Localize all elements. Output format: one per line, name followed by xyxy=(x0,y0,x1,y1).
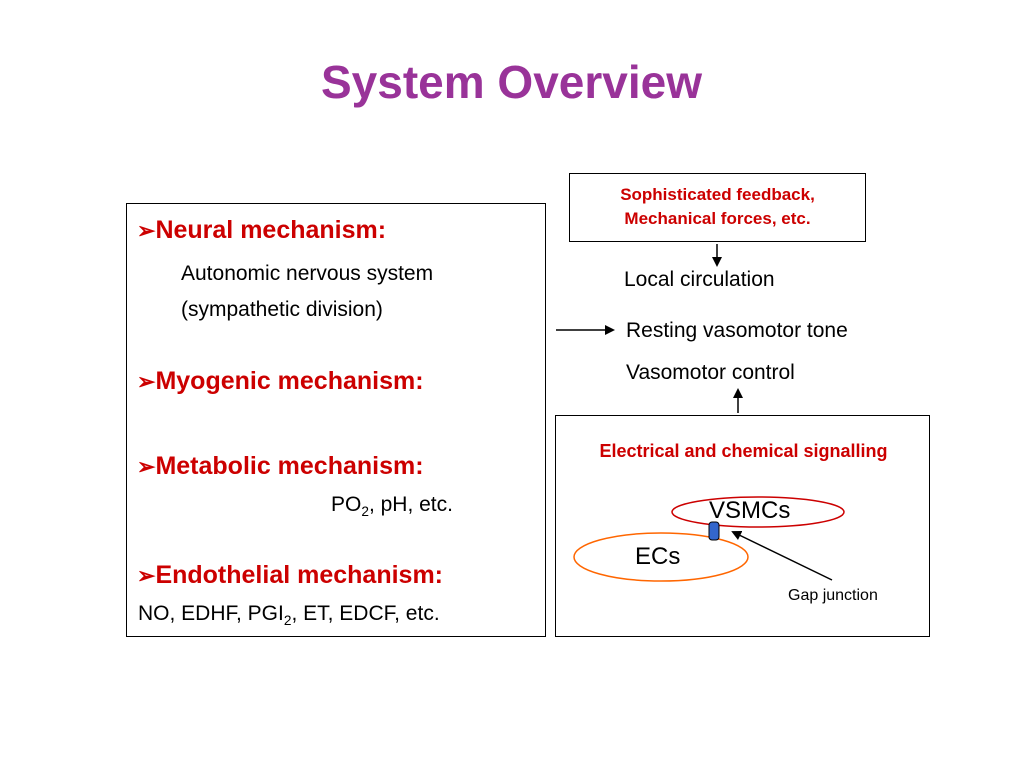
metabolic-mechanism-heading: ➢Metabolic mechanism: xyxy=(137,452,424,481)
arrow-bullet-icon: ➢ xyxy=(137,563,156,588)
signalling-title: Electrical and chemical signalling xyxy=(599,441,888,461)
endothelial-detail-pre: NO, EDHF, PGI xyxy=(138,602,284,625)
arrow-bullet-icon: ➢ xyxy=(137,218,156,243)
vsmcs-label: VSMCs xyxy=(709,497,791,524)
endothelial-detail-post: , ET, EDCF, etc. xyxy=(291,602,440,625)
myogenic-mechanism-heading: ➢Myogenic mechanism: xyxy=(137,367,424,396)
feedback-line-2: Mechanical forces, etc. xyxy=(624,209,811,228)
neural-detail-line-1: Autonomic nervous system xyxy=(181,262,434,285)
feedback-line-1: Sophisticated feedback, xyxy=(620,185,815,204)
myogenic-mechanism-label: Myogenic mechanism: xyxy=(155,367,424,395)
mechanisms-box xyxy=(126,203,546,637)
neural-detail-line-2: (sympathetic division) xyxy=(181,298,383,321)
vasomotor-control-label: Vasomotor control xyxy=(626,361,795,384)
endothelial-mechanism-heading: ➢Endothelial mechanism: xyxy=(137,561,443,590)
metabolic-mechanism-label: Metabolic mechanism: xyxy=(155,452,424,480)
ecs-label: ECs xyxy=(635,543,681,570)
gap-junction-label: Gap junction xyxy=(788,587,878,604)
endothelial-detail-sub: 2 xyxy=(283,613,292,629)
metabolic-detail: PO2, pH, etc. xyxy=(331,493,453,519)
endothelial-mechanism-label: Endothelial mechanism: xyxy=(155,561,443,589)
metabolic-detail-post: , pH, etc. xyxy=(368,493,453,516)
arrow-bullet-icon: ➢ xyxy=(137,369,156,394)
metabolic-detail-sub: 2 xyxy=(361,504,369,520)
vsmc-cell-shape xyxy=(671,496,845,528)
endothelial-detail: NO, EDHF, PGI2, ET, EDCF, etc. xyxy=(138,602,440,628)
local-circulation-label: Local circulation xyxy=(624,268,775,291)
gap-junction-icon xyxy=(708,521,720,541)
ec-cell-shape xyxy=(573,532,749,582)
resting-tone-label: Resting vasomotor tone xyxy=(626,319,848,342)
arrow-bullet-icon: ➢ xyxy=(137,454,156,479)
metabolic-detail-pre: PO xyxy=(331,493,362,516)
feedback-box: Sophisticated feedback, Mechanical force… xyxy=(569,173,866,242)
gap-junction-pointer-arrow xyxy=(731,530,833,581)
neural-mechanism-heading: ➢Neural mechanism: xyxy=(137,216,386,245)
signalling-box: Electrical and chemical signalling xyxy=(555,415,930,637)
page-title: System Overview xyxy=(320,56,702,108)
neural-mechanism-label: Neural mechanism: xyxy=(155,216,387,244)
